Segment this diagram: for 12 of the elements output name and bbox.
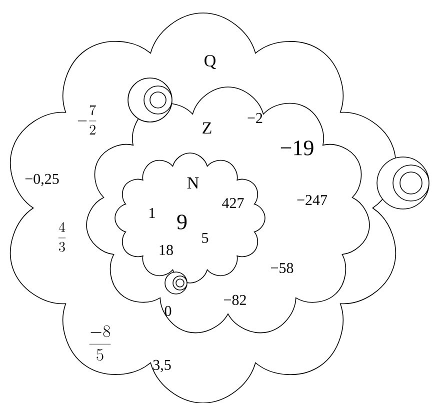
number-label: 5 — [202, 233, 208, 243]
number-label: −247 — [297, 195, 328, 205]
number-label: 18 — [160, 244, 173, 256]
number-label: −0,25 — [25, 174, 59, 186]
number-label: 0 — [164, 306, 172, 316]
number-label: $\frac{4}{3}$ — [58, 222, 66, 252]
number-label: −19 — [280, 140, 314, 156]
number-label: 3,5 — [153, 360, 171, 372]
number-label: −2 — [248, 113, 262, 123]
number-label: 1 — [150, 208, 155, 218]
number-label: 9 — [177, 214, 187, 230]
number-label: 427 — [222, 198, 244, 208]
